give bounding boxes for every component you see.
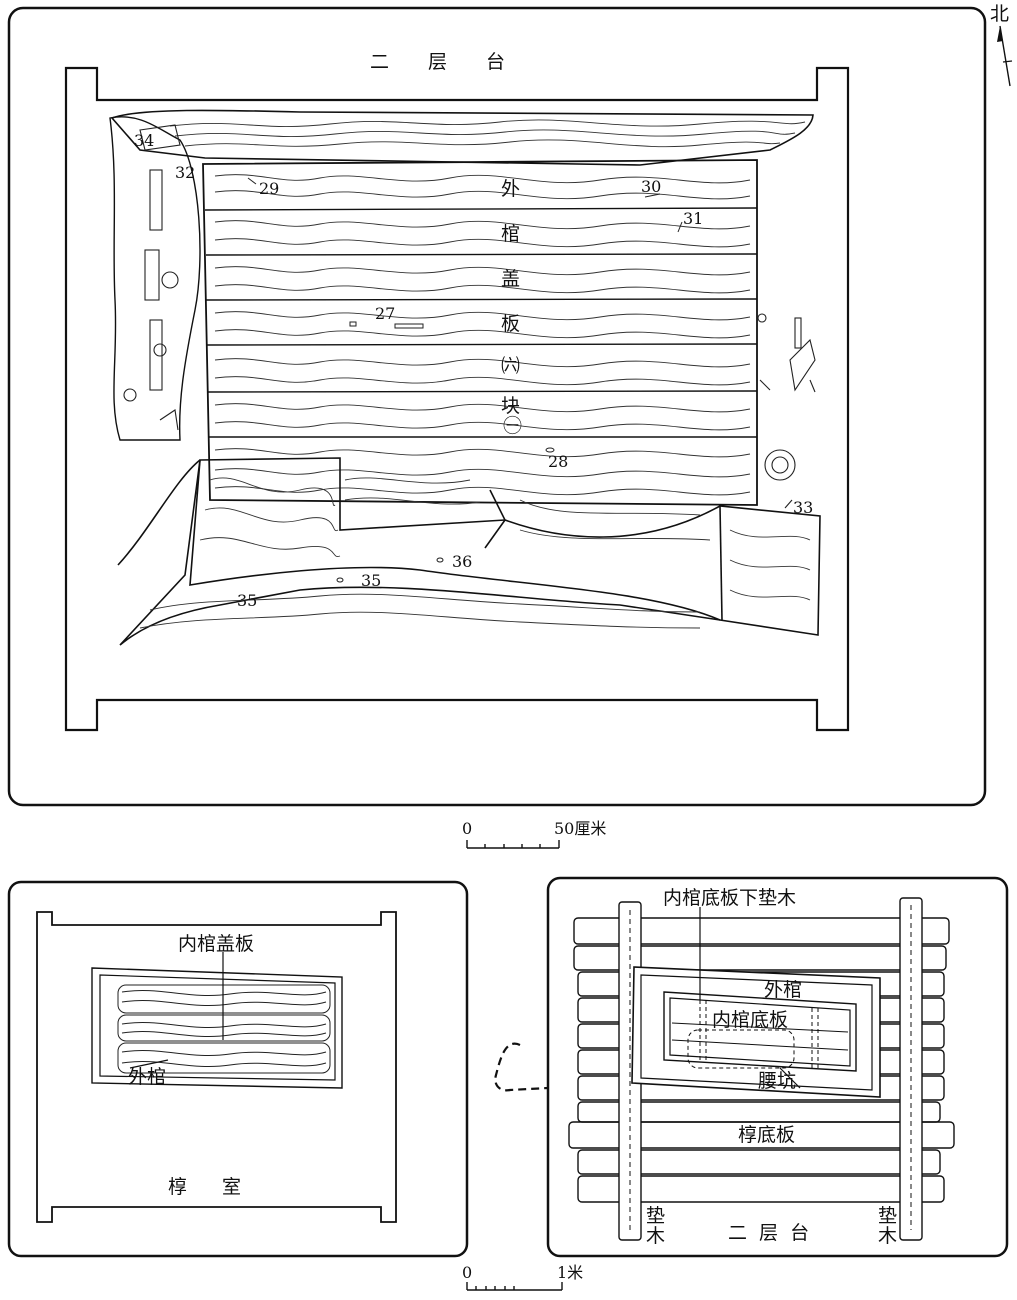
item-36: 36 — [452, 552, 472, 571]
item-31: 31 — [683, 209, 703, 228]
label-outer-coffin-right: 外棺 — [764, 979, 802, 1001]
scale-bar-bottom: 0 1米 — [462, 1263, 583, 1291]
svg-text:50厘米: 50厘米 — [554, 819, 606, 838]
item-27: 27 — [375, 304, 395, 323]
chamber-outline — [64, 66, 850, 732]
label-outer-coffin: 外棺 — [128, 1066, 166, 1088]
label-inner-coffin-cover: 内棺盖板 — [178, 933, 254, 955]
svg-text:0: 0 — [462, 1263, 472, 1282]
north-arrow-icon: 北 — [990, 3, 1013, 87]
svg-text:1米: 1米 — [557, 1263, 583, 1282]
label-waist-pit: 腰坑 — [758, 1070, 796, 1092]
label-pad-wood-left-2: 木 — [646, 1225, 665, 1247]
inner-coffin-cover-boards — [117, 984, 331, 1074]
inner-coffin-bottom — [663, 991, 857, 1072]
svg-text:外: 外 — [501, 178, 520, 200]
label-inner-bottom: 内棺底板 — [712, 1009, 788, 1031]
item-33: 33 — [793, 498, 813, 517]
label-coffin-chamber: 椁 室 — [168, 1176, 249, 1198]
artifacts-right — [757, 313, 816, 509]
item-32: 32 — [175, 163, 195, 182]
top-plan: 北 二 层 台 — [7, 3, 1013, 807]
item-29: 29 — [259, 179, 279, 198]
outer-coffin-cover-boards — [202, 159, 758, 506]
svg-text:棺: 棺 — [501, 223, 520, 245]
label-under-inner-bottom: 内棺底板下垫木 — [663, 887, 796, 909]
label-outer-bottom-board: 椁底板 — [738, 1124, 795, 1146]
scale-bar-top: 0 50厘米 — [462, 819, 606, 849]
svg-text:板: 板 — [501, 313, 520, 335]
svg-text:㈥: ㈥ — [501, 355, 520, 377]
waist-pit-dashed-outline — [494, 1042, 549, 1092]
bottom-right-plan: 内棺底板下垫木 外棺 内棺底板 腰坑 椁底板 二 层 台 垫 木 垫 木 — [494, 876, 1009, 1258]
pad-wood-beams — [618, 897, 923, 1241]
top-title: 二 层 台 — [370, 51, 515, 73]
svg-text:㊀: ㊀ — [503, 415, 522, 437]
item-30: 30 — [641, 177, 661, 196]
bottom-left-plan: 内棺盖板 外棺 椁 室 — [7, 880, 469, 1258]
svg-text:盖: 盖 — [501, 268, 520, 290]
label-pad-wood-right-2: 木 — [878, 1225, 897, 1247]
item-35b: 35 — [237, 591, 257, 610]
item-34: 34 — [134, 131, 154, 150]
label-pad-wood-right-1: 垫 — [878, 1205, 897, 1227]
svg-text:0: 0 — [462, 819, 472, 838]
svg-text:块: 块 — [501, 395, 520, 417]
item-35: 35 — [361, 571, 381, 590]
outer-coffin-cover-label: 外 棺 盖 板 ㈥ 块 ㊀ — [501, 178, 522, 437]
wood-grain-pattern — [214, 174, 751, 496]
label-second-platform: 二 层 台 — [728, 1222, 812, 1244]
waist-pit-outline — [687, 1029, 795, 1069]
displaced-board-top — [110, 109, 814, 166]
svg-text:北: 北 — [990, 3, 1009, 25]
item-numbers: 34 32 29 30 31 27 28 33 36 35 35 — [134, 131, 813, 610]
top-frame — [7, 6, 987, 807]
artifact-strip-left — [109, 116, 201, 441]
label-pad-wood-left-1: 垫 — [646, 1205, 665, 1227]
item-28: 28 — [548, 452, 568, 471]
